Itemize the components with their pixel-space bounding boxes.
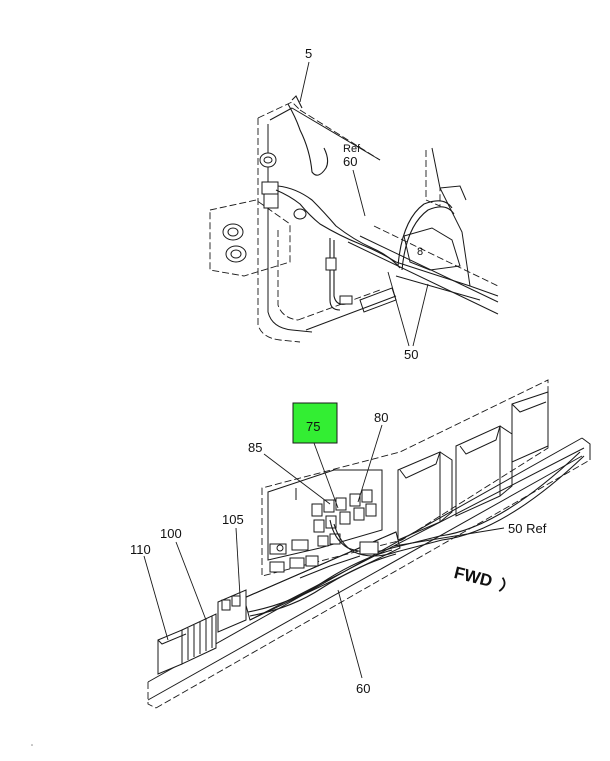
fwd-label: FWD xyxy=(452,563,494,591)
callout-60-bottom: 60 xyxy=(356,681,370,696)
callout-85: 85 xyxy=(248,440,262,455)
forward-direction-indicator: FWD xyxy=(452,563,506,592)
callout-105: 105 xyxy=(222,512,244,527)
callout-100: 100 xyxy=(160,526,182,541)
callout-60: 60 xyxy=(343,154,357,169)
callout-50-ref: 50 Ref xyxy=(508,521,547,536)
forward-arrow-icon xyxy=(498,577,506,592)
svg-text:8: 8 xyxy=(417,246,423,258)
callout-110: 110 xyxy=(130,542,151,557)
callout-60-ref-label: Ref xyxy=(343,143,361,155)
callout-5: 5 xyxy=(305,46,312,61)
callout-80: 80 xyxy=(374,410,388,425)
scan-dot xyxy=(31,744,33,746)
bottom-illustration xyxy=(143,379,591,709)
callout-75: 75 xyxy=(306,419,320,434)
top-illustration: 8 xyxy=(209,61,499,347)
callout-75-highlight[interactable]: 75 xyxy=(292,402,338,444)
callout-50: 50 xyxy=(404,347,418,362)
